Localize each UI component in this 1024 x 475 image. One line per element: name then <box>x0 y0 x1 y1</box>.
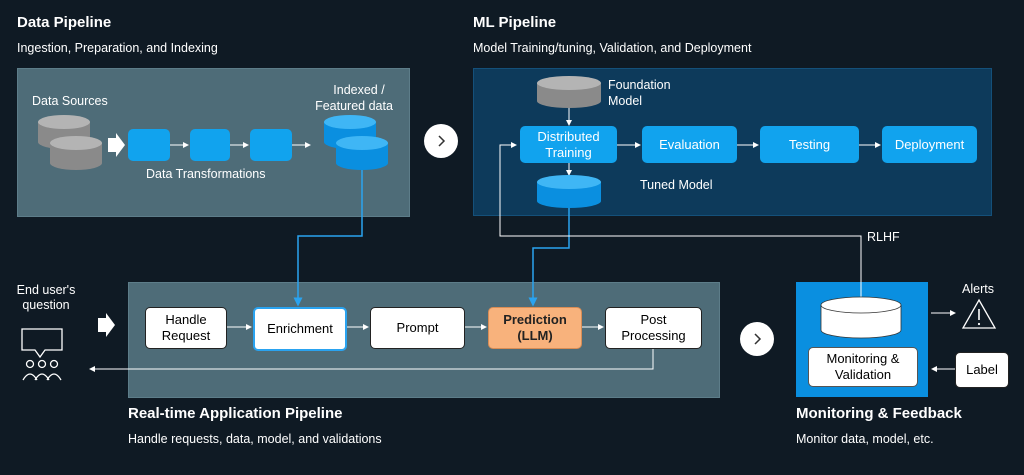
monitoring-cylinder <box>820 296 902 339</box>
post-processing-box[interactable]: Post Processing <box>605 307 702 349</box>
indexed-label-line2: Featured data <box>315 99 393 113</box>
transform-step-3 <box>250 129 292 161</box>
indexed-to-enrichment-line <box>293 170 363 307</box>
data-source-cylinder-2 <box>50 136 102 170</box>
monitoring-validation-line1: Monitoring & <box>826 351 900 366</box>
next-chevron-button-2[interactable] <box>740 322 774 356</box>
transform-step-2 <box>190 129 230 161</box>
monitoring-validation-line2: Validation <box>834 367 892 382</box>
chevron-right-icon <box>438 135 446 147</box>
alert-triangle-icon <box>961 298 997 329</box>
distributed-training-box[interactable]: Distributed Training <box>520 126 617 163</box>
post-processing-line1: Post <box>640 312 667 327</box>
handle-request-line2: Request <box>161 328 211 343</box>
response-to-user-arrow <box>89 347 654 372</box>
indexed-label-line1: Indexed / <box>333 83 385 97</box>
evaluation-box[interactable]: Evaluation <box>642 126 737 163</box>
realtime-pipeline-subtitle: Handle requests, data, model, and valida… <box>128 432 382 446</box>
monitoring-validation-box[interactable]: Monitoring & Validation <box>808 347 918 387</box>
monitoring-title: Monitoring & Feedback <box>796 405 962 422</box>
rlhf-label: RLHF <box>867 230 900 244</box>
end-user-label-2: question <box>22 298 70 312</box>
next-chevron-button-1[interactable] <box>424 124 458 158</box>
ml-pipeline-title: ML Pipeline <box>473 14 557 31</box>
rlhf-loop-line <box>499 142 862 298</box>
handle-request-box[interactable]: Handle Request <box>145 307 227 349</box>
data-pipeline-title: Data Pipeline <box>17 14 112 31</box>
foundation-model-label-2: Model <box>608 94 643 108</box>
prediction-line2: (LLM) <box>517 328 553 343</box>
deployment-box[interactable]: Deployment <box>882 126 977 163</box>
handle-request-line1: Handle <box>165 312 207 327</box>
realtime-pipeline-title: Real-time Application Pipeline <box>128 405 343 422</box>
user-to-handle-arrow <box>98 313 115 337</box>
distributed-training-line2: Training <box>545 144 592 160</box>
testing-box[interactable]: Testing <box>760 126 859 163</box>
alerts-label: Alerts <box>962 282 994 296</box>
foundation-model-cylinder <box>537 76 601 108</box>
tuned-model-label: Tuned Model <box>640 178 713 192</box>
monitoring-subtitle: Monitor data, model, etc. <box>796 432 934 446</box>
prediction-line1: Prediction <box>503 312 567 327</box>
distributed-training-line1: Distributed <box>537 128 600 144</box>
prediction-llm-box[interactable]: Prediction (LLM) <box>488 307 582 349</box>
tuned-model-cylinder <box>537 175 601 208</box>
enrichment-box[interactable]: Enrichment <box>253 307 347 351</box>
tuned-to-prediction-line <box>528 205 570 307</box>
post-processing-line2: Processing <box>621 328 686 343</box>
foundation-model-label-1: Foundation <box>608 78 671 92</box>
data-pipeline-subtitle: Ingestion, Preparation, and Indexing <box>17 41 218 55</box>
prompt-box[interactable]: Prompt <box>370 307 465 349</box>
end-user-label-1: End user's <box>16 283 76 297</box>
indexed-data-cylinder-2 <box>336 136 388 170</box>
ml-pipeline-subtitle: Model Training/tuning, Validation, and D… <box>473 41 752 55</box>
data-transformations-label: Data Transformations <box>146 167 266 181</box>
sources-to-transform-arrow <box>108 133 125 157</box>
label-box[interactable]: Label <box>955 352 1009 388</box>
chevron-right-icon <box>754 333 762 345</box>
transform-step-1 <box>128 129 170 161</box>
data-sources-label: Data Sources <box>32 94 108 108</box>
end-user-icon <box>21 328 63 381</box>
